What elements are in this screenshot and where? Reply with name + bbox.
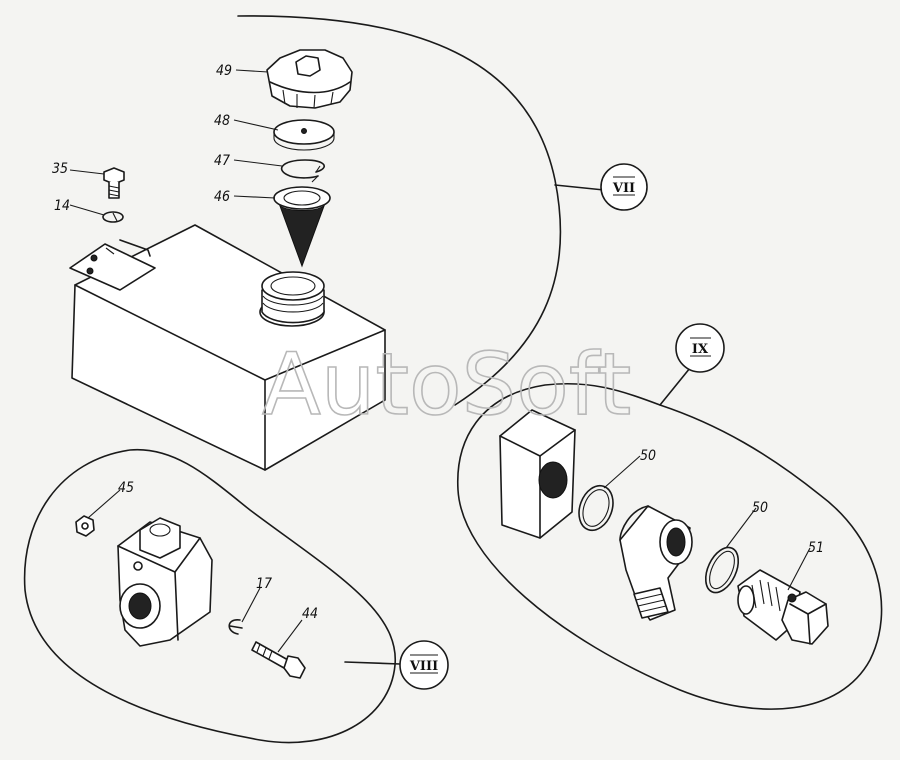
view-label-viii: VIII bbox=[409, 659, 438, 674]
callout-46: 46 bbox=[214, 189, 230, 205]
detail-outline-vii bbox=[237, 15, 562, 406]
callout-47: 47 bbox=[214, 153, 230, 169]
view-label-vii: VII bbox=[612, 181, 635, 196]
leader-viii bbox=[344, 661, 401, 665]
detail-outline-viii bbox=[23, 448, 396, 744]
banjo-bolt-part-51 bbox=[737, 569, 829, 645]
block-adapter bbox=[499, 409, 576, 539]
strainer-part-46 bbox=[273, 186, 331, 268]
callout-50-b: 50 bbox=[752, 500, 768, 516]
leader-ix bbox=[659, 367, 691, 406]
callout-48: 48 bbox=[214, 113, 230, 129]
detail-outline-ix bbox=[457, 382, 883, 710]
callout-51: 51 bbox=[808, 540, 824, 556]
bolt-part-35 bbox=[103, 167, 125, 199]
ring-part-47 bbox=[280, 159, 326, 183]
banjo-fitting bbox=[619, 505, 693, 621]
view-circle-ix bbox=[675, 323, 725, 373]
tank bbox=[69, 224, 386, 471]
cap-part-49 bbox=[266, 49, 353, 109]
callout-44: 44 bbox=[302, 606, 318, 622]
callout-49: 49 bbox=[216, 63, 232, 79]
leader-lines bbox=[69, 69, 811, 653]
seal-ring-part-50-b bbox=[704, 546, 740, 594]
seal-ring-part-50-a bbox=[578, 484, 614, 532]
callout-35: 35 bbox=[52, 161, 68, 177]
bolt-part-44 bbox=[251, 641, 306, 679]
callout-50-a: 50 bbox=[640, 448, 656, 464]
washer-part-14 bbox=[102, 211, 124, 223]
view-label-ix: IX bbox=[692, 342, 709, 357]
housing-bracket bbox=[117, 517, 213, 647]
clip-part-17 bbox=[228, 619, 243, 635]
callout-14: 14 bbox=[54, 198, 70, 214]
view-circle-viii bbox=[399, 640, 449, 690]
leader-vii bbox=[554, 184, 605, 191]
watermark: AutoSoft bbox=[262, 335, 631, 435]
callout-45: 45 bbox=[118, 480, 134, 496]
view-circle-vii bbox=[600, 163, 648, 211]
disc-part-48 bbox=[273, 119, 335, 151]
nut-part-45 bbox=[75, 515, 95, 537]
callout-17: 17 bbox=[256, 576, 272, 592]
